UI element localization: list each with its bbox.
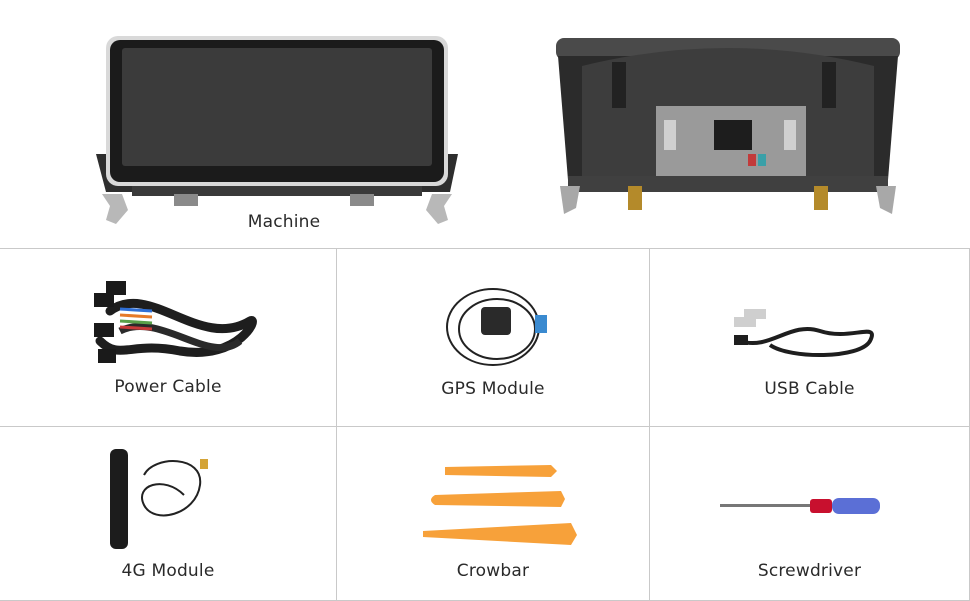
accessory-4g-module: 4G Module — [0, 427, 337, 601]
power-cable-label: Power Cable — [114, 377, 222, 397]
crowbar-label: Crowbar — [456, 561, 530, 581]
4g-module-label: 4G Module — [121, 561, 215, 581]
usb-cable-label: USB Cable — [764, 379, 855, 399]
gps-module-image — [443, 287, 553, 369]
machine-back-image — [552, 36, 904, 222]
accessory-usb-cable: USB Cable — [650, 249, 970, 427]
crowbar-image — [421, 461, 581, 551]
4g-module-image — [104, 445, 224, 553]
gps-module-label: GPS Module — [441, 379, 545, 399]
accessories-grid: Power Cable GPS Module USB Cable — [0, 248, 970, 601]
accessory-power-cable: Power Cable — [0, 249, 337, 427]
machine-front-image — [92, 34, 462, 234]
usb-cable-image — [730, 301, 880, 361]
power-cable-image — [90, 271, 260, 371]
accessory-crowbar: Crowbar — [337, 427, 650, 601]
screwdriver-image — [720, 495, 890, 517]
accessory-gps-module: GPS Module — [337, 249, 650, 427]
machine-label: Machine — [247, 212, 321, 232]
accessory-screwdriver: Screwdriver — [650, 427, 970, 601]
machine-section: Machine — [0, 0, 970, 248]
screwdriver-label: Screwdriver — [757, 561, 862, 581]
